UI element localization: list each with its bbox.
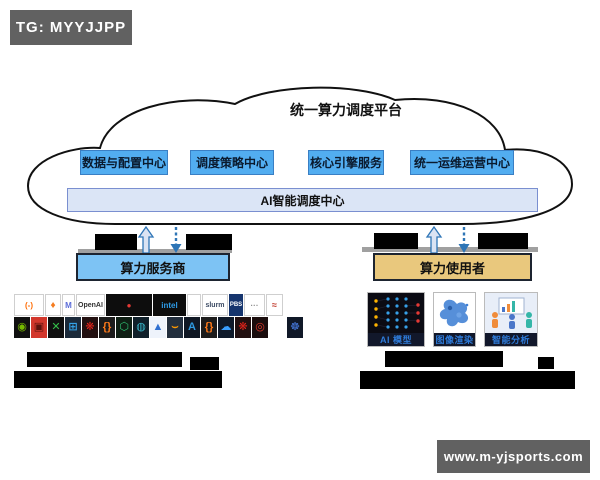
gray-strip	[362, 247, 538, 252]
intel-logo: intel	[153, 294, 186, 316]
provider-flow-arrows	[137, 226, 182, 254]
redacted-text-bar	[27, 352, 182, 367]
red-square-logo: ▣	[31, 317, 47, 338]
huawei-logo: ❋	[82, 317, 98, 338]
aws-logo: ⌣	[167, 317, 183, 338]
azure-logo: A	[184, 317, 200, 338]
use-case-caption: AI 模型	[368, 333, 424, 346]
microsoft-logo: ⊞	[65, 317, 81, 338]
up-arrow-icon	[137, 226, 155, 254]
neural-network-icon	[368, 293, 424, 333]
telegram-watermark-text: TG: MYYJJPP	[15, 19, 127, 36]
paint-splash-icon	[434, 293, 475, 333]
kubernetes-logo: ☸	[287, 317, 303, 338]
telegram-watermark-badge: TG: MYYJJPP	[10, 10, 132, 45]
globe-logo: ◍	[133, 317, 149, 338]
platform-title: 统一算力调度平台	[290, 102, 402, 118]
red-wordmark-logo: ≈	[266, 294, 283, 316]
module-unified-ops-center: 统一运维运营中心	[410, 150, 514, 175]
mt-logo: M	[62, 294, 75, 316]
consumer-use-cases: AI 模型 图像渲染 智能分析	[367, 292, 538, 347]
use-case-caption: 图像渲染	[434, 333, 475, 346]
use-case-caption: 智能分析	[485, 333, 537, 346]
use-case-intelligent-analysis: 智能分析	[484, 292, 538, 347]
redacted-text-bar	[385, 351, 503, 367]
orange-braces-logo: {}	[99, 317, 115, 338]
down-arrow-icon	[170, 244, 182, 253]
redacted-text-bar	[95, 234, 137, 250]
website-watermark-text: www.m-yjsports.com	[443, 449, 584, 464]
green-hexagon-logo: ⬡	[116, 317, 132, 338]
down-arrow-icon	[458, 244, 470, 253]
hpc-wordmark-logo: ···	[244, 294, 265, 316]
module-core-engine-service: 核心引擎服务	[308, 150, 384, 175]
consumer-flow-arrows	[425, 226, 470, 254]
red-ring-logo: ◎	[252, 317, 268, 338]
provider-box: 算力服务商	[76, 253, 230, 281]
module-scheduling-strategy-center: 调度策略中心	[190, 150, 274, 175]
huawei-logo-2: ❋	[235, 317, 251, 338]
alibaba-cloud-logo: (-)	[14, 294, 44, 316]
redacted-text-bar	[186, 234, 232, 250]
people-analysis-icon	[485, 293, 537, 333]
provider-logo-strip-2: ◉▣✕⊞❋{}⬡◍▲⌣A{}☁❋◎☸	[14, 317, 304, 338]
redacted-text-bar	[538, 357, 554, 369]
blue-cloud-logo: ☁	[218, 317, 234, 338]
ai-scheduling-center-bar: AI智能调度中心	[67, 188, 538, 212]
use-case-image-rendering: 图像渲染	[433, 292, 476, 347]
green-x-logo: ✕	[48, 317, 64, 338]
nvidia-logo: ◉	[14, 317, 30, 338]
dark-red-dot-logo: ●	[106, 294, 152, 316]
redacted-text-bar	[14, 371, 222, 388]
redacted-text-bar	[190, 357, 219, 370]
consumer-box: 算力使用者	[373, 253, 532, 281]
spacer	[187, 294, 201, 316]
redacted-text-bar	[360, 371, 575, 389]
blue-triangle-logo: ▲	[150, 317, 166, 338]
slurm-logo: slurm	[202, 294, 228, 316]
openai-logo: OpenAI	[76, 294, 105, 316]
pbs-logo: PBS	[229, 294, 243, 316]
orange-bird-logo: ♦	[45, 294, 61, 316]
module-data-config-center: 数据与配置中心	[80, 150, 168, 175]
redacted-text-bar	[374, 233, 418, 249]
use-case-ai-model: AI 模型	[367, 292, 425, 347]
website-watermark-badge: www.m-yjsports.com	[437, 440, 590, 473]
gray-strip	[78, 249, 232, 253]
orange-braces-logo-2: {}	[201, 317, 217, 338]
up-arrow-icon	[425, 226, 443, 254]
redacted-text-bar	[478, 233, 528, 249]
